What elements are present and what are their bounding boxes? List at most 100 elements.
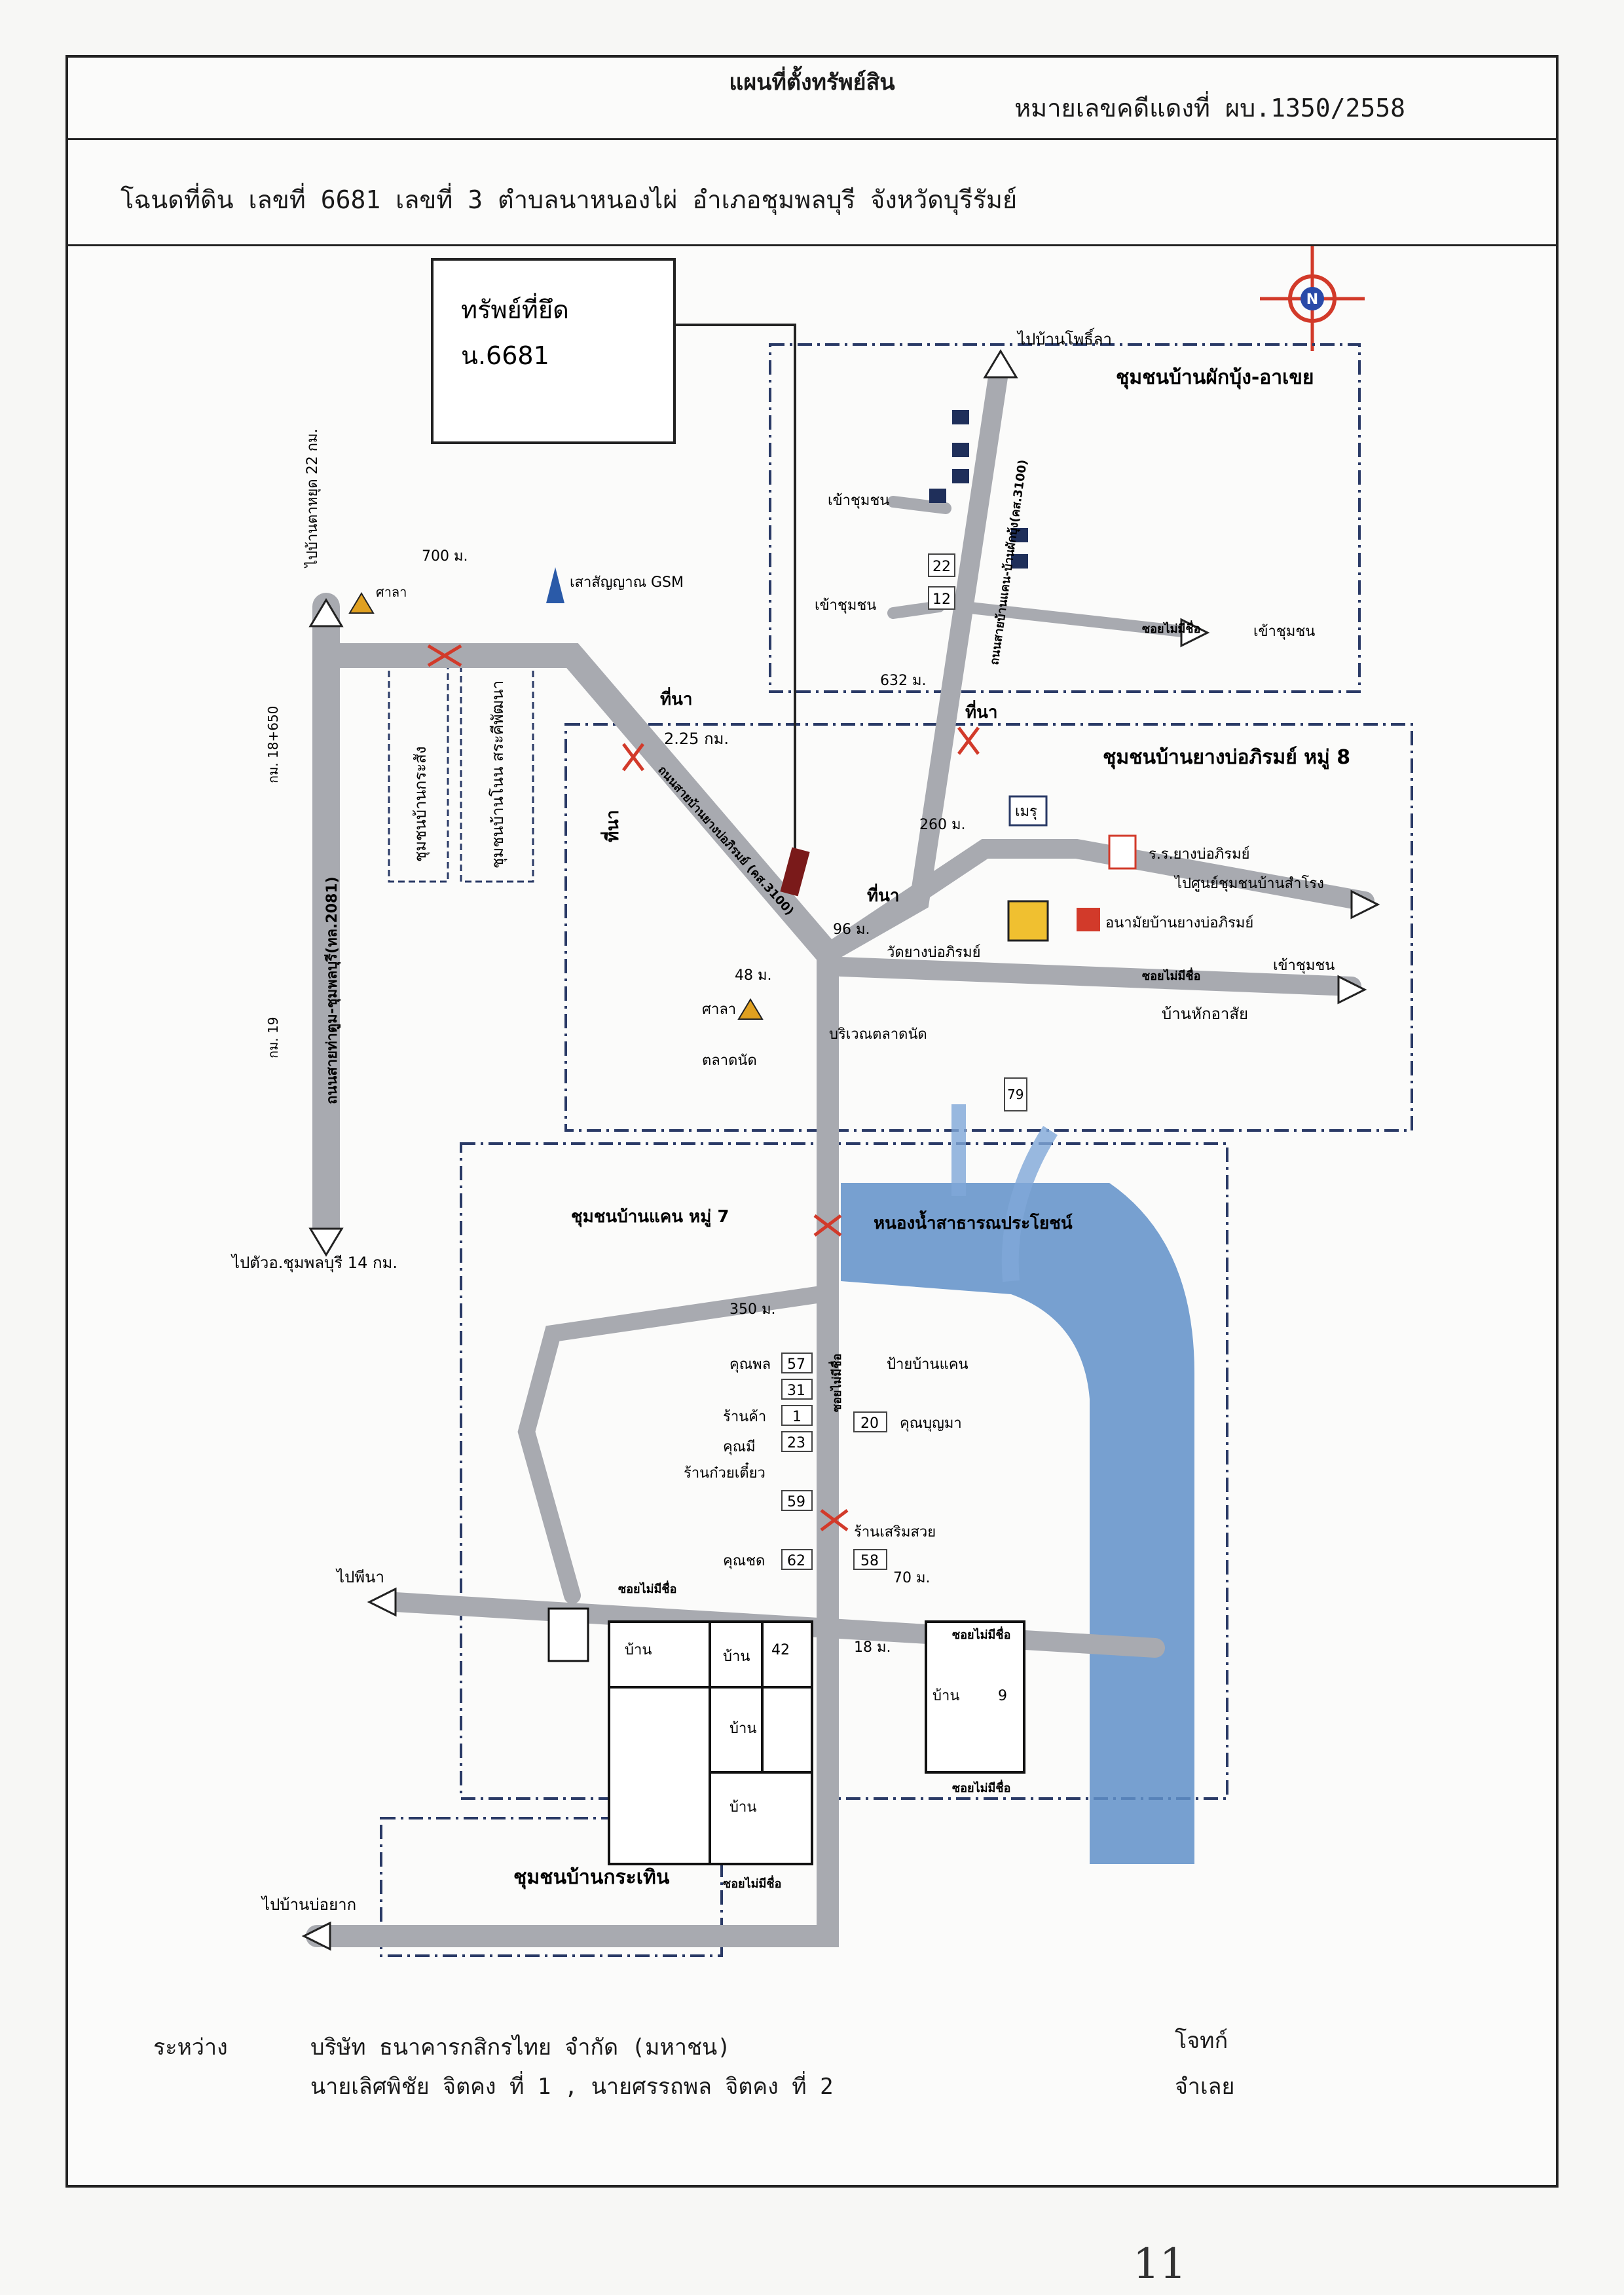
- bldg-31: 31: [787, 1383, 805, 1399]
- sala-top-label: ศาลา: [376, 584, 407, 600]
- field-2: ที่นา: [965, 700, 998, 722]
- community-boundary-north: [769, 343, 1361, 693]
- soi-6: ซอยไม่มีชื่อ: [723, 1875, 781, 1891]
- km-top: กม. 18+650: [265, 706, 281, 783]
- footer-plaintiff: บริษัท ธนาคารกสิกรไทย จำกัด (มหาชน): [310, 2034, 731, 2061]
- bldg-22-box: [928, 553, 955, 577]
- hak-asa-label: บ้านหักอาสัย: [1162, 1005, 1248, 1023]
- khun-mee: คุณมี: [723, 1439, 756, 1455]
- gsm-label: เสาสัญญาณ GSM: [570, 574, 684, 591]
- footer-plaintiff-role: โจทก์: [1175, 2028, 1228, 2054]
- seized-property-marker: [780, 847, 810, 897]
- road-north-branch-2: [887, 496, 951, 514]
- road-east: [818, 839, 1375, 963]
- house-3: บ้าน: [729, 1721, 756, 1737]
- house-5: บ้าน: [932, 1688, 959, 1704]
- map-sheet: แผนที่ตั้งทรัพย์สิน หมายเลขคดีแดงที่ ผบ.…: [65, 55, 1559, 2188]
- dist-700: 700 ม.: [422, 548, 468, 565]
- bldg-23: 23: [787, 1435, 805, 1451]
- callout-leader: [674, 324, 796, 849]
- temple-icon: [1007, 900, 1049, 942]
- community-boundary-south: [460, 1142, 1228, 1800]
- community-north: ชุมชนบ้านผักบุ้ง-อาเขย: [1116, 366, 1314, 390]
- dist-225: 2.25 กม.: [664, 730, 729, 748]
- house-4: บ้าน: [729, 1799, 756, 1816]
- dist-70: 70 ม.: [893, 1570, 930, 1586]
- dist-48: 48 ม.: [735, 967, 771, 984]
- map-svg: N: [231, 246, 1413, 1957]
- land-parcels: [608, 1620, 813, 1865]
- main-road-label: ถนนสายท่าตูม-ชุมพลบุรี(ทล.2081): [324, 876, 341, 1104]
- field-1: ที่นา: [660, 686, 693, 709]
- to-left-south-label: ไปตัวอ.ชุมพลบุรี 14 กม.: [231, 1254, 397, 1273]
- page-title: แผนที่ตั้งทรัพย์สิน: [729, 69, 895, 96]
- gsm-tower-icon: [546, 567, 564, 603]
- dist-350: 350 ม.: [729, 1301, 775, 1318]
- health-label: อนามัยบ้านยางบ่อภิรมย์: [1105, 915, 1253, 931]
- comm-left-box-1: [388, 658, 449, 883]
- khun-chot: คุณชด: [723, 1553, 765, 1569]
- dist-18: 18 ม.: [854, 1639, 891, 1656]
- case-number: หมายเลขคดีแดงที่ ผบ.1350/2558: [1014, 94, 1405, 122]
- road-south: [306, 942, 839, 1947]
- community-south: ชุมชนบ้านแคน หมู่ 7: [571, 1207, 729, 1227]
- stream-water: [1001, 1126, 1058, 1282]
- header-deed-row: โฉนดที่ดิน เลขที่ 6681 เลขที่ 3 ตำบลนาหน…: [68, 140, 1556, 246]
- community-boundary-middle: [564, 723, 1413, 1132]
- pole-1: ซอยไม่มีชื่อ: [828, 1354, 844, 1412]
- house-1: บ้าน: [625, 1642, 652, 1658]
- dist-260: 260 ม.: [919, 817, 965, 833]
- khun-phon: คุณพล: [729, 1356, 771, 1373]
- meru-label: เมรุ: [1015, 804, 1037, 820]
- bldg-42: 42: [771, 1642, 790, 1658]
- bldg-58: 58: [860, 1553, 879, 1569]
- to-north-label: ไปบ้านโพธิ์ลา: [1016, 327, 1112, 348]
- comm-left-1-label: ชุมชนบ้านกระสัง: [411, 746, 430, 862]
- bldg-1: 1: [792, 1409, 802, 1425]
- sala-mid-icon: [737, 998, 764, 1020]
- arrow-north-icon: [983, 349, 1018, 379]
- pond-water: [841, 1183, 1194, 1864]
- bldg-59: 59: [787, 1494, 805, 1510]
- bldg-79-box: [1004, 1077, 1027, 1111]
- cross-marker-5: [820, 1509, 849, 1531]
- arrow-north-left-icon: [308, 598, 344, 627]
- soi-4: ซอยไม่มีชื่อ: [952, 1626, 1010, 1642]
- bldg-62: 62: [787, 1553, 805, 1569]
- sala-top-icon: [348, 592, 375, 614]
- crossings: [427, 644, 980, 1531]
- arrow-west-cross-icon: [367, 1587, 397, 1617]
- market-2-label: ตลาดนัด: [702, 1053, 757, 1069]
- school-label: ร.ร.ยางบ่อภิรมย์: [1149, 846, 1250, 863]
- footer-defendant-role: จำเลย: [1175, 2074, 1235, 2100]
- road-diag-label: ถนนสายบ้านยางบ่อภิรมย์ (คส.3100): [655, 763, 797, 918]
- bldg-9: 9: [998, 1688, 1007, 1704]
- community-boundary-bottom: [380, 1817, 723, 1957]
- community-middle: ชุมชนบ้านยางบ่อภิรมย์ หมู่ 8: [1103, 746, 1350, 770]
- road-north-branch-1: [953, 601, 1200, 639]
- noodle-shop: ร้านก๋วยเตี๋ยว: [684, 1462, 766, 1482]
- to-pin-na-label: ไปพีนา: [335, 1568, 384, 1586]
- deed-line: โฉนดที่ดิน เลขที่ 6681 เลขที่ 3 ตำบลนาหน…: [120, 185, 1018, 214]
- arrow-south-left-icon: [308, 1227, 344, 1257]
- bldg-20: 20: [860, 1415, 879, 1432]
- sala-mid-label: ศาลา: [702, 1001, 736, 1018]
- soi-2: ซอยไม่มีชื่อ: [1142, 967, 1200, 983]
- comm-left-2-label: ชุมชนบ้านโนน สระคีพัฒนา: [489, 681, 507, 868]
- to-community-office: ไปศูนย์ชุมชนบ้านสำโรง: [1173, 875, 1324, 892]
- dist-96: 96 ม.: [833, 922, 870, 938]
- page-number: 11: [1133, 2240, 1187, 2288]
- map-area: N: [68, 246, 1556, 2080]
- school-icon: [1108, 834, 1137, 870]
- health-center-icon: [1077, 908, 1100, 931]
- bldg-12: 12: [932, 591, 951, 608]
- house-2: บ้าน: [723, 1649, 750, 1665]
- dist-632: 632 ม.: [880, 673, 926, 689]
- bldg-22: 22: [932, 559, 951, 575]
- cross-marker-1: [427, 644, 462, 667]
- south-house-list: [781, 1353, 887, 1570]
- header-title-row: แผนที่ตั้งทรัพย์สิน หมายเลขคดีแดงที่ ผบ.…: [68, 58, 1556, 140]
- footer-between-label: ระหว่าง: [153, 2034, 228, 2061]
- enter-comm-2: เข้าชุมชน: [815, 597, 876, 614]
- meru-box: [1008, 795, 1048, 827]
